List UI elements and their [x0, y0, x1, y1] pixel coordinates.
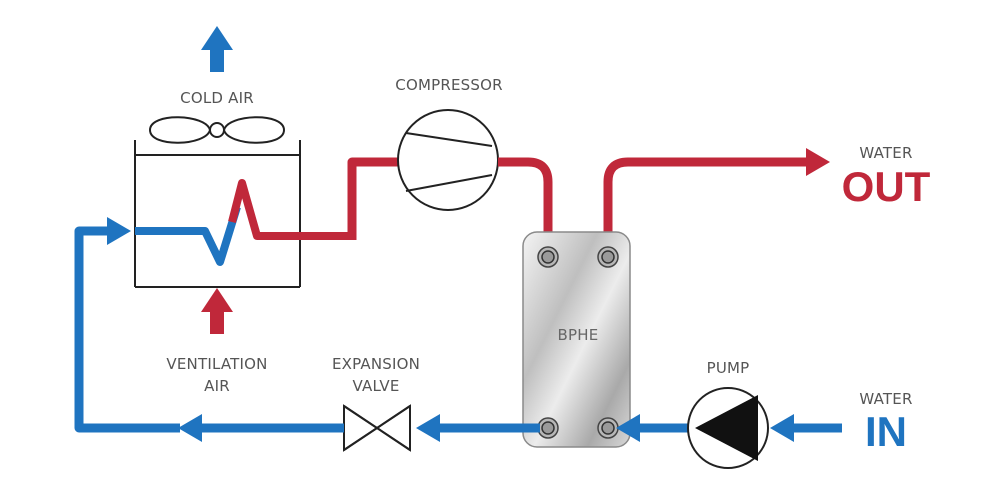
- ventilation-air-arrow-icon: [201, 288, 233, 334]
- heat-exchanger-box: [134, 140, 301, 288]
- arrow-right-icon: [107, 217, 131, 245]
- cold-air-arrow-icon: [201, 26, 233, 72]
- ventilation-air-label-line2: AIR: [204, 377, 230, 395]
- arrow-left-icon: [178, 414, 202, 442]
- bphe-label: BPHE: [558, 326, 599, 344]
- water-in-arrow-icon: [770, 414, 794, 442]
- cold-air-label: COLD AIR: [180, 89, 254, 107]
- water-in-big-label: IN: [865, 408, 907, 455]
- bphe-port-top-right: [597, 246, 619, 268]
- hot-line-to-compressor: [347, 157, 398, 240]
- coil-hot-segment: [228, 179, 352, 240]
- bphe-plate: [522, 231, 631, 448]
- compressor-icon: [397, 109, 499, 211]
- expansion-valve-icon: [343, 404, 411, 452]
- pump-icon: [687, 387, 769, 469]
- arrow-left-icon: [416, 414, 440, 442]
- pump-label: PUMP: [707, 359, 750, 377]
- compressor-label: COMPRESSOR: [395, 76, 502, 94]
- bphe-port-bottom-right: [597, 417, 619, 439]
- ventilation-air-label-line1: VENTILATION: [166, 355, 267, 373]
- fan-icon: [148, 116, 286, 144]
- bphe-port-bottom-left: [537, 417, 559, 439]
- water-out-big-label: OUT: [842, 163, 931, 210]
- water-out-label: WATER: [859, 144, 912, 162]
- arrow-left-icon: [616, 414, 640, 442]
- cold-line-return: [74, 226, 180, 433]
- hot-line-to-bphe: [498, 157, 553, 245]
- expansion-valve-label-line1: EXPANSION: [332, 355, 420, 373]
- water-out-arrow-icon: [806, 148, 830, 176]
- bphe-port-top-left: [537, 246, 559, 268]
- water-out-line: [603, 157, 808, 245]
- coil-cold-segment: [135, 205, 241, 266]
- water-in-label: WATER: [859, 390, 912, 408]
- expansion-valve-label-line2: VALVE: [352, 377, 399, 395]
